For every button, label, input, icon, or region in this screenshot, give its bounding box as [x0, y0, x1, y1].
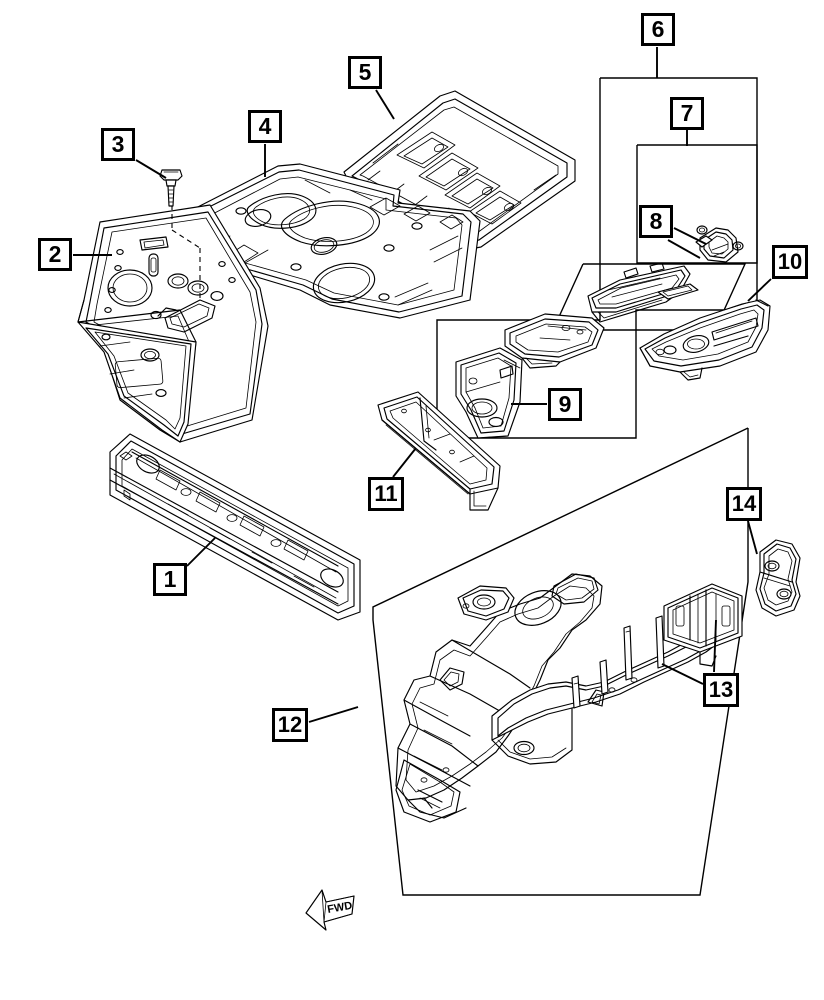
leader-12 — [308, 706, 359, 723]
callout-5[interactable]: 5 — [348, 56, 382, 89]
part-7-sill-reinforcement — [587, 262, 699, 323]
callout-4[interactable]: 4 — [248, 110, 282, 143]
part-10-crossmember — [639, 299, 771, 381]
part-12-front-end-structure — [395, 573, 603, 823]
callout-12[interactable]: 12 — [272, 708, 308, 742]
callout-2[interactable]: 2 — [38, 238, 72, 271]
group-box-12 — [372, 427, 749, 896]
part-8-bracket — [695, 225, 744, 263]
callout-6[interactable]: 6 — [641, 13, 675, 46]
callout-7[interactable]: 7 — [670, 97, 704, 130]
callout-8[interactable]: 8 — [639, 205, 673, 238]
leader-11 — [392, 447, 417, 478]
leader-5 — [375, 89, 395, 120]
callout-10[interactable]: 10 — [772, 245, 808, 279]
callout-14[interactable]: 14 — [726, 487, 762, 521]
group-box-7 — [636, 144, 758, 264]
leader-10 — [747, 278, 772, 302]
callout-3[interactable]: 3 — [101, 128, 135, 161]
callout-1[interactable]: 1 — [153, 563, 187, 596]
leader-13a — [661, 663, 704, 685]
part-9-frame-rail — [455, 347, 523, 439]
leader-14 — [747, 520, 758, 555]
leader-lines — [73, 47, 772, 723]
part-13-front-rail — [491, 583, 743, 765]
leader-8a — [673, 227, 707, 245]
leader-13b — [713, 619, 717, 673]
leader-3 — [135, 159, 167, 179]
forward-direction-arrow: FWD — [305, 889, 355, 931]
part-1-rocker-panel — [109, 433, 361, 621]
svg-text:FWD: FWD — [326, 900, 353, 916]
part-14-bumper-bracket — [755, 539, 801, 617]
callout-11[interactable]: 11 — [368, 477, 404, 511]
leader-8b — [667, 239, 701, 259]
leader-1 — [186, 537, 216, 567]
callout-13[interactable]: 13 — [703, 673, 739, 707]
callout-9[interactable]: 9 — [548, 388, 582, 421]
part-9-upper-rail — [504, 313, 605, 369]
part-2-dash-panel — [77, 196, 269, 443]
part-4-floor-pan — [187, 163, 481, 319]
part-11-floor-side-member — [377, 391, 501, 511]
